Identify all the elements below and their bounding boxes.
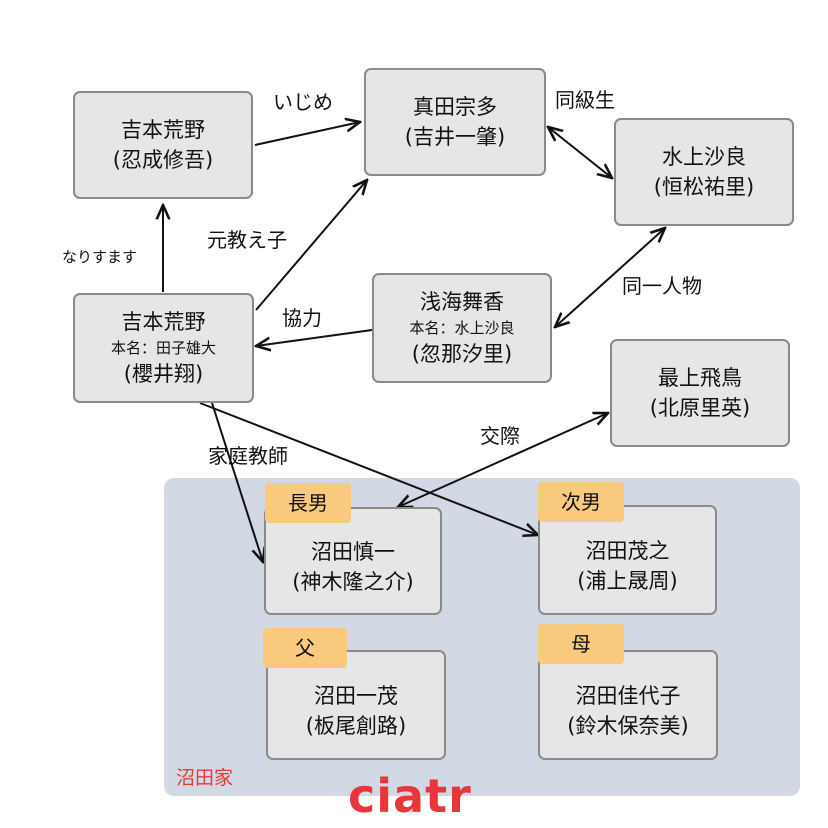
- real-name: 本名：田子雄大: [110, 339, 216, 357]
- actor-name: (神木隆之介): [292, 570, 414, 594]
- character-name: 最上飛鳥: [658, 366, 742, 390]
- ciatr-logo: ciatr: [348, 769, 472, 823]
- actor-name: (板尾創路): [305, 714, 407, 738]
- node-numata-kayoko: 沼田佳代子 (鈴木保奈美): [538, 650, 718, 760]
- character-name: 沼田慎一: [311, 540, 395, 564]
- node-yoshimoto-kouya-main: 吉本荒野 本名：田子雄大 (櫻井翔): [73, 293, 254, 403]
- actor-name: (鈴木保奈美): [567, 714, 689, 738]
- role-tag-second-son: 次男: [538, 482, 624, 522]
- edge-ijime: [254, 122, 360, 146]
- edge-motooshiego: [255, 180, 367, 311]
- edge-kousai: [398, 413, 608, 507]
- character-name: 沼田佳代子: [575, 684, 681, 708]
- actor-name: (櫻井翔): [123, 362, 204, 386]
- edge-label-ijime: いじめ: [273, 90, 333, 114]
- node-numata-shinichi: 沼田慎一 (神木隆之介): [264, 507, 442, 615]
- actor-name: (忍成修吾): [112, 148, 214, 172]
- node-mizukami-sara: 水上沙良 (恒松祐里): [614, 118, 794, 226]
- actor-name: (浦上晟周): [577, 569, 678, 593]
- role-tag-father: 父: [263, 628, 347, 668]
- edge-label-kateikyoushi: 家庭教師: [208, 444, 288, 468]
- character-name: 吉本荒野: [121, 310, 206, 334]
- edge-label-douitsu: 同一人物: [622, 274, 702, 298]
- character-name: 吉本荒野: [121, 118, 205, 142]
- node-mogami-asuka: 最上飛鳥 (北原里英): [610, 339, 790, 447]
- node-numata-kazushige: 沼田一茂 (板尾創路): [266, 650, 446, 760]
- real-name: 本名：水上沙良: [409, 319, 515, 337]
- node-numata-shigeyuki: 沼田茂之 (浦上晟周): [538, 505, 717, 615]
- character-name: 沼田一茂: [314, 684, 398, 708]
- edge-kyouryoku: [256, 329, 373, 346]
- character-name: 浅海舞香: [420, 290, 504, 314]
- edge-doukyuusei: [548, 127, 612, 178]
- edge-kateikyoushi-shinichi: [211, 402, 263, 562]
- node-yoshimoto-kouya-original: 吉本荒野 (忍成修吾): [73, 91, 253, 199]
- node-sanada-souta: 真田宗多 (吉井一肇): [364, 68, 546, 176]
- character-name: 沼田茂之: [585, 539, 670, 563]
- actor-name: (忽那汐里): [411, 342, 513, 366]
- edge-label-doukyuusei: 同級生: [555, 88, 615, 112]
- character-name: 真田宗多: [413, 95, 497, 119]
- actor-name: (吉井一肇): [404, 125, 506, 149]
- node-asami-maika: 浅海舞香 本名：水上沙良 (忽那汐里): [372, 273, 552, 383]
- family-group-label: 沼田家: [176, 767, 234, 789]
- role-tag-eldest-son: 長男: [265, 483, 351, 523]
- role-tag-mother: 母: [538, 624, 624, 664]
- edge-label-motooshiego: 元教え子: [207, 228, 287, 252]
- edge-label-kyouryoku: 協力: [282, 306, 322, 330]
- edge-label-kousai: 交際: [480, 424, 520, 448]
- actor-name: (恒松祐里): [653, 175, 755, 199]
- edge-label-narisumasu: なりすます: [62, 248, 138, 266]
- edge-douitsu: [555, 228, 665, 327]
- edge-kateikyoushi-shigeyuki: [199, 402, 538, 535]
- character-name: 水上沙良: [662, 145, 746, 169]
- actor-name: (北原里英): [649, 396, 751, 420]
